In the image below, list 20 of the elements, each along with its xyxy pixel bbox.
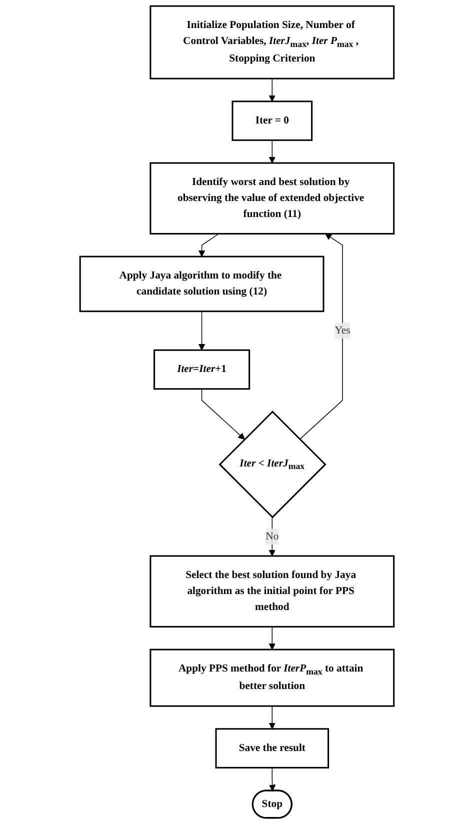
- node-box: Save the result: [215, 728, 330, 768]
- arrow: [268, 78, 276, 102]
- arrow: [268, 706, 276, 730]
- arrow: [198, 310, 206, 350]
- node-box: Apply Jaya algorithm to modify the candidate solution using (12): [79, 256, 324, 312]
- edge-label: No: [266, 530, 279, 542]
- node-box: Select the best solution found by Jaya algorithm as the initial point for PPS method: [150, 555, 395, 628]
- arrow: [268, 140, 276, 164]
- edge-label: Yes: [334, 325, 350, 336]
- node-box: Apply PPS method for IterP$_{max}$ to attain better solution: [150, 648, 395, 707]
- arrow: [201, 388, 245, 440]
- arrow: [198, 233, 220, 257]
- node-box: Initialize Population Size, Number of Control Variables, IterJ$_{max}$, Iter P$_{max}$ , Stopping Criterion: [150, 5, 395, 80]
- node-box: Iter = 0: [232, 100, 313, 141]
- arrow: [269, 767, 276, 792]
- node-box: Identify worst and best solution by observing the value of extended objective function (11): [150, 162, 395, 234]
- node-box: Iter=Iter+1: [154, 349, 250, 390]
- arrow: [268, 626, 276, 650]
- node-diamond: Iter < IterJ$_{max}$: [218, 410, 326, 518]
- arrow: [299, 233, 343, 440]
